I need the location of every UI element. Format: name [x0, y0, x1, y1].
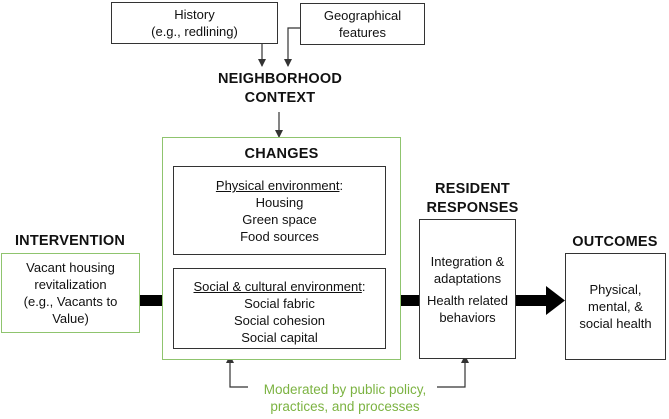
social-item: Social capital: [241, 330, 318, 345]
responses-line: Integration &: [430, 253, 505, 269]
intervention-line: revitalization: [34, 277, 107, 292]
intervention-to-changes-bar: [140, 295, 162, 306]
social-heading: Social & cultural environment:: [174, 278, 385, 295]
responses-heading: RESIDENT RESPONSES: [410, 180, 535, 218]
outcomes-line: Physical,: [589, 282, 642, 297]
context-heading: NEIGHBORHOOD CONTEXT: [190, 70, 370, 108]
moderator-line2: practices, and processes: [270, 399, 420, 414]
social-item: Social cohesion: [233, 313, 326, 328]
physical-item: Housing: [255, 195, 304, 210]
physical-heading-text: Physical environment: [215, 178, 340, 193]
responses-title1: RESIDENT: [435, 181, 510, 197]
responses-box: Integration & adaptations Health related…: [419, 219, 516, 359]
history-line1: History: [174, 7, 215, 22]
responses-title2: RESPONSES: [426, 200, 519, 216]
intervention-title: INTERVENTION: [14, 233, 126, 249]
outcomes-title: OUTCOMES: [572, 234, 658, 250]
responses-to-outcomes-bar: [516, 295, 548, 306]
history-line2: (e.g., redlining): [151, 24, 238, 39]
physical-environment-box: Physical environment: Housing Green spac…: [173, 166, 386, 255]
history-box: History (e.g., redlining): [111, 2, 278, 44]
context-line2: CONTEXT: [244, 90, 316, 106]
moderator-right-bracket: [437, 355, 469, 388]
social-item: Social fabric: [244, 296, 315, 311]
responses-line: adaptations: [433, 270, 502, 286]
intervention-line: Value): [52, 311, 89, 326]
outcomes-line: mental, &: [588, 299, 643, 314]
context-line1: NEIGHBORHOOD: [217, 71, 343, 87]
changes-title: CHANGES: [244, 146, 319, 162]
physical-heading-suffix: :: [339, 178, 344, 193]
changes-to-responses-bar: [401, 295, 419, 306]
moderator-left-bracket: [226, 355, 248, 388]
social-environment-box: Social & cultural environment: Social fa…: [173, 268, 386, 349]
physical-item: Food sources: [240, 229, 319, 244]
outcomes-box: Physical, mental, & social health: [565, 253, 666, 360]
intervention-line: Vacant housing: [26, 260, 115, 275]
intervention-line: (e.g., Vacants to: [23, 294, 118, 309]
social-heading-text: Social & cultural environment: [193, 279, 362, 294]
physical-item: Green space: [242, 212, 317, 227]
physical-heading: Physical environment:: [174, 177, 385, 194]
outcomes-line: social health: [579, 316, 652, 331]
moderator-line1: Moderated by public policy,: [263, 382, 427, 397]
social-heading-suffix: :: [361, 279, 366, 294]
geography-line1: Geographical: [323, 8, 402, 23]
geography-box: Geographical features: [300, 3, 425, 45]
responses-to-outcomes-arrowhead: [546, 286, 565, 315]
geography-line2: features: [339, 25, 386, 40]
intervention-box: Vacant housing revitalization (e.g., Vac…: [1, 253, 140, 333]
responses-line: Health related: [427, 292, 508, 308]
moderator-text: Moderated by public policy, practices, a…: [240, 381, 450, 415]
geography-to-context-arrow: [284, 27, 300, 67]
responses-line: behaviors: [439, 309, 496, 325]
